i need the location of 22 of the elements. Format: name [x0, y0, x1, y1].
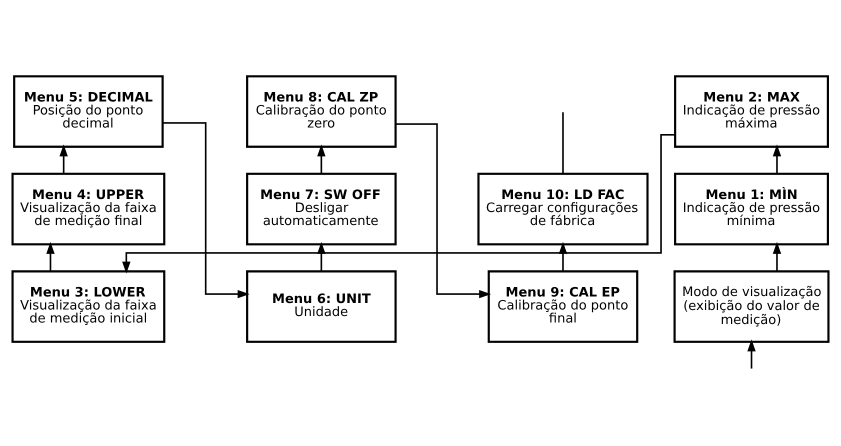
arrow: [772, 242, 782, 272]
arrow: [558, 242, 568, 272]
node-box: Menu 3: LOWER Visualização da faixa de medição inicial: [11, 270, 166, 343]
node-box: Modo de visualização (exibição do valor de medição): [674, 270, 830, 343]
arrow: [317, 144, 326, 174]
node-box: Menu 4: UPPER Visualização da faixa de medição final: [11, 172, 166, 246]
node-box: Menu 9: CAL EP Calibração do ponto final: [488, 270, 638, 343]
node-box: Menu 1: MÌN Indicação de pressão mínima: [674, 172, 829, 246]
node-box: Menu 5: DECIMAL Posição do ponto decimal: [13, 75, 164, 148]
node-box: Menu 6: UNIT Unidade: [246, 270, 397, 343]
arrow: [46, 242, 55, 272]
node-box: Menu 8: CAL ZP Calibração do ponto zero: [246, 75, 397, 148]
arrow: [772, 144, 782, 174]
node-box: Menu 7: SW OFF Desligar automaticamente: [246, 172, 397, 246]
node-box: Menu 10: LD FAC Carregar configurações de fábrica: [477, 172, 649, 246]
arrow: [396, 123, 492, 298]
arrow: [162, 122, 250, 298]
arrow: [747, 339, 756, 369]
arrow: [59, 144, 68, 174]
node-box: Menu 2: MAX Indicação de pressão máxima: [674, 75, 829, 148]
connector: [562, 112, 564, 174]
arrow: [317, 242, 326, 272]
